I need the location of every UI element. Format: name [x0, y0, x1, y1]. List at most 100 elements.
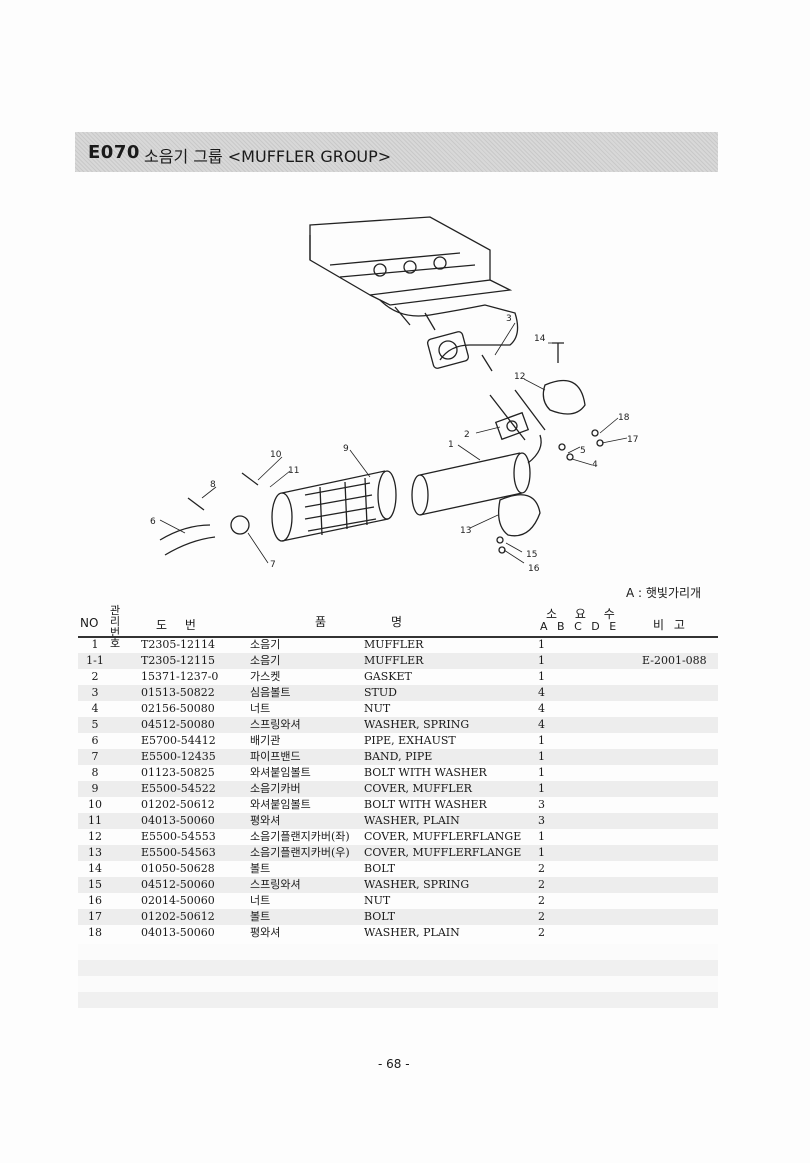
row-part-number: E5500-54563 [141, 846, 216, 859]
col-mgmt: 관리번호 [110, 604, 121, 650]
row-name-en: STUD [364, 686, 397, 699]
muffler-exploded-diagram: 3 14 12 2 1 5 4 18 17 9 10 11 8 6 7 13 1… [150, 216, 638, 574]
row-name-en: PIPE, EXHAUST [364, 734, 456, 747]
row-no: 6 [91, 734, 99, 747]
row-name-en: COVER, MUFFLERFLANGE [364, 830, 522, 843]
row-name-en: WASHER, SPRING [364, 878, 470, 891]
callout-6: 6 [150, 517, 156, 527]
row-name-kr: 스프링와셔 [250, 878, 301, 891]
callout-3: 3 [506, 314, 512, 324]
row-qty: 1 [538, 638, 545, 651]
row-no: 11 [88, 814, 102, 827]
col-drawing: 도 번 [156, 618, 196, 632]
exhaust-manifold-drawing [379, 299, 519, 369]
callout-1: 1 [448, 440, 454, 450]
flange-cover-left-drawing [542, 379, 586, 415]
row-name-en: NUT [364, 702, 391, 715]
page-number: - 68 - [378, 1057, 410, 1071]
row-name-kr: 볼트 [250, 862, 271, 875]
row-name-kr: 심음볼트 [250, 686, 291, 699]
row-part-number: 04013-50060 [141, 814, 215, 827]
row-qty: 2 [538, 926, 545, 939]
row-name-kr: 가스켓 [250, 670, 281, 683]
row-part-number: 01123-50825 [141, 766, 215, 779]
row-qty: 1 [538, 766, 545, 779]
row-part-number: 04512-50080 [141, 718, 215, 731]
row-name-kr: 스프링와셔 [250, 718, 301, 731]
table-row: 13 E5500-54563 소음기플랜지카버(우) COVER, MUFFLERFL… [78, 845, 718, 861]
row-name-en: WASHER, PLAIN [364, 926, 460, 939]
muffler-cover-drawing [271, 470, 397, 542]
callout-4: 4 [592, 460, 598, 470]
row-name-en: NUT [364, 894, 391, 907]
row-no: 13 [88, 846, 102, 859]
row-name-en: MUFFLER [364, 654, 424, 667]
row-qty: 1 [538, 734, 545, 747]
row-part-number: 01202-50612 [141, 798, 215, 811]
callout-16: 16 [528, 564, 540, 574]
row-part-number: 02156-50080 [141, 702, 215, 715]
row-qty: 1 [538, 846, 545, 859]
row-qty: 2 [538, 862, 545, 875]
stud-drawing [481, 354, 493, 372]
col-remarks: 비 고 [653, 618, 685, 632]
col-qty-sub: A B C D E [540, 620, 617, 633]
row-qty: 2 [538, 910, 545, 923]
row-name-kr: 와셔붙임볼트 [250, 798, 311, 811]
row-name-en: COVER, MUFFLERFLANGE [364, 846, 522, 859]
row-name-kr: 평와셔 [250, 926, 281, 939]
row-name-kr: 소음기 [250, 638, 281, 651]
row-part-number: 01513-50822 [141, 686, 215, 699]
row-name-en: MUFFLER [364, 638, 424, 651]
row-part-number: E5700-54412 [141, 734, 216, 747]
callout-13: 13 [460, 526, 471, 536]
row-no: 2 [91, 670, 99, 683]
section-header-bar [75, 132, 718, 172]
row-no: 15 [88, 878, 102, 891]
row-no: 8 [91, 766, 99, 779]
row-qty: 4 [538, 718, 545, 731]
callout-8: 8 [210, 480, 216, 490]
row-part-number: E5500-54522 [141, 782, 216, 795]
row-no: 9 [91, 782, 99, 795]
row-name-en: BOLT [364, 862, 396, 875]
row-name-en: BOLT [364, 910, 396, 923]
row-name-en: BOLT WITH WASHER [364, 766, 487, 779]
row-no: 5 [91, 718, 99, 731]
row-name-en: COVER, MUFFLER [364, 782, 472, 795]
row-part-number: T2305-12114 [141, 638, 216, 651]
col-qty: 소 요 수 [546, 607, 615, 621]
callout-11: 11 [288, 466, 299, 476]
callout-7: 7 [270, 560, 276, 570]
row-name-kr: 소음기플랜지카버(우) [250, 846, 350, 859]
callout-5: 5 [580, 446, 586, 456]
row-no: 10 [88, 798, 102, 811]
pipe-band-drawing [230, 515, 250, 535]
row-no: 17 [88, 910, 102, 923]
row-name-kr: 볼트 [250, 910, 271, 923]
row-part-number: E5500-12435 [141, 750, 216, 763]
callout-10: 10 [270, 450, 282, 460]
row-name-en: WASHER, SPRING [364, 718, 470, 731]
muffler-body-drawing [411, 434, 542, 516]
callout-12: 12 [514, 372, 525, 382]
row-name-en: WASHER, PLAIN [364, 814, 460, 827]
col-no: NO [80, 616, 99, 630]
empty-rows-band [78, 944, 718, 1008]
legend-note: A : 햇빛가리개 [626, 586, 702, 600]
row-part-number: 02014-50060 [141, 894, 215, 907]
row-qty: 1 [538, 750, 545, 763]
section-code: E070 [88, 142, 140, 163]
row-no: 12 [88, 830, 102, 843]
row-name-en: BAND, PIPE [364, 750, 433, 763]
table-header-rule [78, 636, 718, 638]
